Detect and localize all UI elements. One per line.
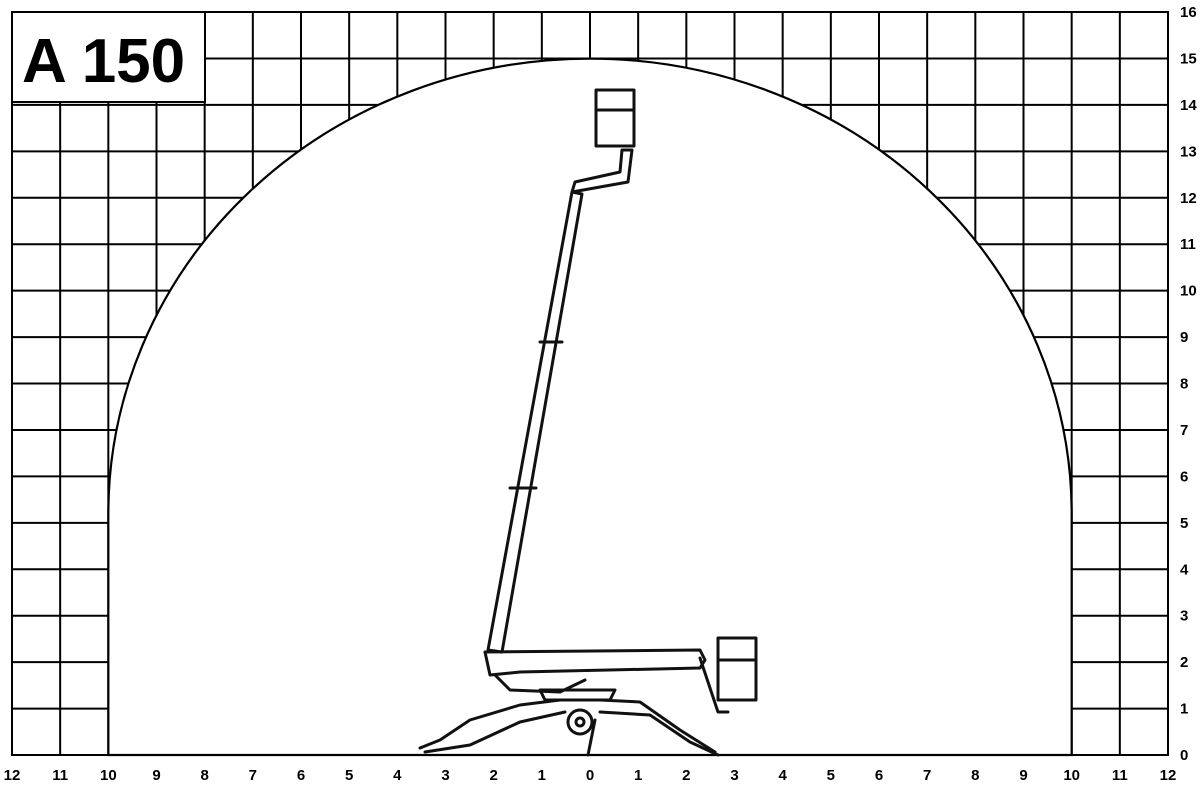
y-tick-label: 7 xyxy=(1180,422,1188,439)
y-tick-label: 1 xyxy=(1180,701,1188,718)
x-tick-label: 9 xyxy=(1019,767,1027,784)
x-tick-label: 11 xyxy=(1112,767,1128,784)
x-tick-label: 7 xyxy=(923,767,931,784)
x-tick-label: 6 xyxy=(297,767,305,784)
x-tick-label: 0 xyxy=(586,767,594,784)
front-leg xyxy=(586,718,597,757)
x-tick-label: 11 xyxy=(52,767,68,784)
y-tick-label: 13 xyxy=(1180,143,1197,160)
model-title: A 150 xyxy=(22,27,185,96)
y-tick-label: 3 xyxy=(1180,608,1188,625)
wheel-hub xyxy=(574,716,586,728)
x-tick-label: 12 xyxy=(4,767,21,784)
x-tick-label: 4 xyxy=(393,767,402,784)
y-tick-label: 4 xyxy=(1180,561,1189,578)
x-tick-label: 5 xyxy=(345,767,353,784)
x-tick-label: 9 xyxy=(152,767,160,784)
reach-envelope xyxy=(107,57,1073,757)
diagram-frame xyxy=(11,11,1169,756)
x-tick-label: 10 xyxy=(100,767,117,784)
y-tick-label: 14 xyxy=(1180,97,1197,114)
x-tick-label: 1 xyxy=(538,767,546,784)
x-tick-label: 12 xyxy=(1160,767,1177,784)
right-outrigger-lower xyxy=(598,710,720,757)
lower-boom xyxy=(483,648,707,677)
left-outrigger xyxy=(418,698,562,750)
x-tick-label: 8 xyxy=(200,767,208,784)
right-outrigger xyxy=(598,698,717,754)
x-tick-label: 8 xyxy=(971,767,979,784)
x-tick-label: 3 xyxy=(730,767,738,784)
y-tick-label: 15 xyxy=(1180,50,1197,67)
y-tick-label: 0 xyxy=(1180,747,1188,764)
x-tick-label: 1 xyxy=(634,767,642,784)
y-tick-label: 11 xyxy=(1180,236,1196,253)
raised-basket xyxy=(594,88,636,148)
stowed-jib xyxy=(698,656,730,714)
x-tick-label: 6 xyxy=(875,767,883,784)
left-outrigger-lower xyxy=(423,710,567,754)
jib-arm xyxy=(570,148,634,194)
x-tick-label: 2 xyxy=(682,767,690,784)
y-tick-label: 6 xyxy=(1180,468,1188,485)
x-tick-label: 3 xyxy=(441,767,449,784)
lower-boom-link xyxy=(493,673,587,694)
y-tick-label: 12 xyxy=(1180,190,1197,207)
x-tick-label: 10 xyxy=(1063,767,1080,784)
y-tick-label: 16 xyxy=(1180,4,1197,21)
title-box xyxy=(11,11,206,103)
x-tick-label: 7 xyxy=(249,767,257,784)
stowed-basket xyxy=(716,636,758,702)
y-tick-label: 2 xyxy=(1180,654,1188,671)
y-tick-label: 10 xyxy=(1180,283,1197,300)
x-tick-label: 2 xyxy=(489,767,497,784)
main-boom xyxy=(486,190,584,654)
x-tick-label: 4 xyxy=(778,767,787,784)
y-tick-label: 8 xyxy=(1180,376,1188,393)
x-tick-label: 5 xyxy=(827,767,835,784)
y-tick-label: 9 xyxy=(1180,329,1188,346)
lift-machine-drawing xyxy=(418,88,758,757)
y-tick-label: 5 xyxy=(1180,515,1188,532)
